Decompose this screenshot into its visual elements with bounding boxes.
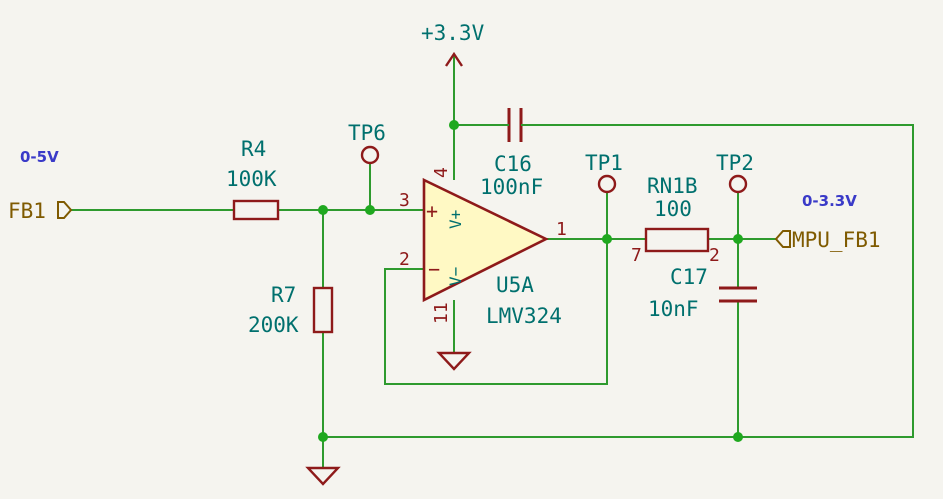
- pin-number: 3: [399, 190, 410, 211]
- resistor-body: [644, 227, 710, 253]
- power-label: +3.3V: [421, 21, 485, 45]
- port-label-fb1: FB1: [8, 199, 46, 223]
- component-ref: TP1: [585, 151, 623, 175]
- input-port-icon: [57, 201, 73, 219]
- capacitor-c16[interactable]: C16 100nF: [480, 108, 543, 199]
- testpoint-icon: [597, 174, 617, 194]
- capacitor-c17[interactable]: C17 10nF: [648, 265, 757, 321]
- component-value: 100nF: [480, 175, 543, 199]
- power-supply-3v3[interactable]: +3.3V: [421, 21, 485, 67]
- ground-icon[interactable]: [305, 466, 341, 486]
- opamp-triangle: [422, 177, 549, 303]
- junction-dot: [449, 120, 459, 130]
- junction-dot: [733, 234, 743, 244]
- power-arrow-icon: [445, 51, 463, 67]
- wire-feedback: [384, 239, 608, 385]
- wire-gnd-loop: [323, 124, 914, 438]
- component-ref: C16: [494, 152, 532, 176]
- pin-number: 11: [431, 302, 452, 324]
- component-ref: RN1B: [647, 174, 698, 198]
- resistor-r7[interactable]: R7 200K: [248, 283, 334, 337]
- component-ref: R4: [241, 137, 266, 161]
- component-value: 100K: [226, 167, 277, 191]
- pin-number: 1: [556, 219, 567, 240]
- component-ref: U5A: [496, 273, 534, 297]
- junction-dot: [318, 205, 328, 215]
- port-label-mpu-fb1: MPU_FB1: [792, 228, 881, 252]
- testpoint-icon: [728, 174, 748, 194]
- pin-number: 7: [631, 245, 642, 266]
- component-value: LMV324: [486, 304, 562, 328]
- resistor-r4[interactable]: R4 100K: [226, 137, 280, 221]
- input-port-fb1[interactable]: FB1: [8, 199, 73, 223]
- junction-dot: [733, 432, 743, 442]
- testpoint-tp2[interactable]: TP2: [716, 151, 754, 194]
- junction-dot: [318, 432, 328, 442]
- component-value: 200K: [248, 313, 299, 337]
- junction-dot: [365, 205, 375, 215]
- component-ref: R7: [271, 283, 296, 307]
- testpoint-icon: [360, 145, 380, 165]
- pin-number: 4: [431, 167, 452, 178]
- component-ref: TP6: [348, 121, 386, 145]
- testpoint-tp1[interactable]: TP1: [585, 151, 623, 194]
- testpoint-tp6[interactable]: TP6: [348, 121, 386, 165]
- resistor-body: [312, 286, 334, 334]
- junctions: [318, 120, 743, 442]
- opamp-vplus-label: V+: [446, 210, 465, 229]
- opamp-plus-sign: +: [426, 199, 438, 223]
- output-port-icon: [774, 230, 791, 248]
- output-port-mpu-fb1[interactable]: MPU_FB1: [774, 228, 881, 252]
- component-value: 100: [654, 197, 692, 221]
- resistor-rn1b[interactable]: RN1B 100 7 2: [631, 174, 720, 266]
- ground-icon[interactable]: [436, 351, 472, 371]
- opamp-u5a[interactable]: + − V+ V− U5A LMV324: [422, 177, 562, 328]
- pin-number: 2: [399, 249, 410, 270]
- output-range-note: 0-3.3V: [802, 192, 857, 210]
- opamp-minus-sign: −: [428, 257, 440, 281]
- component-ref: C17: [670, 265, 708, 289]
- resistor-body: [232, 199, 280, 221]
- component-value: 10nF: [648, 297, 699, 321]
- opamp-vminus-label: V−: [446, 267, 465, 286]
- input-range-note: 0-5V: [20, 148, 59, 166]
- pin-number: 2: [709, 245, 720, 266]
- junction-dot: [602, 234, 612, 244]
- component-ref: TP2: [716, 151, 754, 175]
